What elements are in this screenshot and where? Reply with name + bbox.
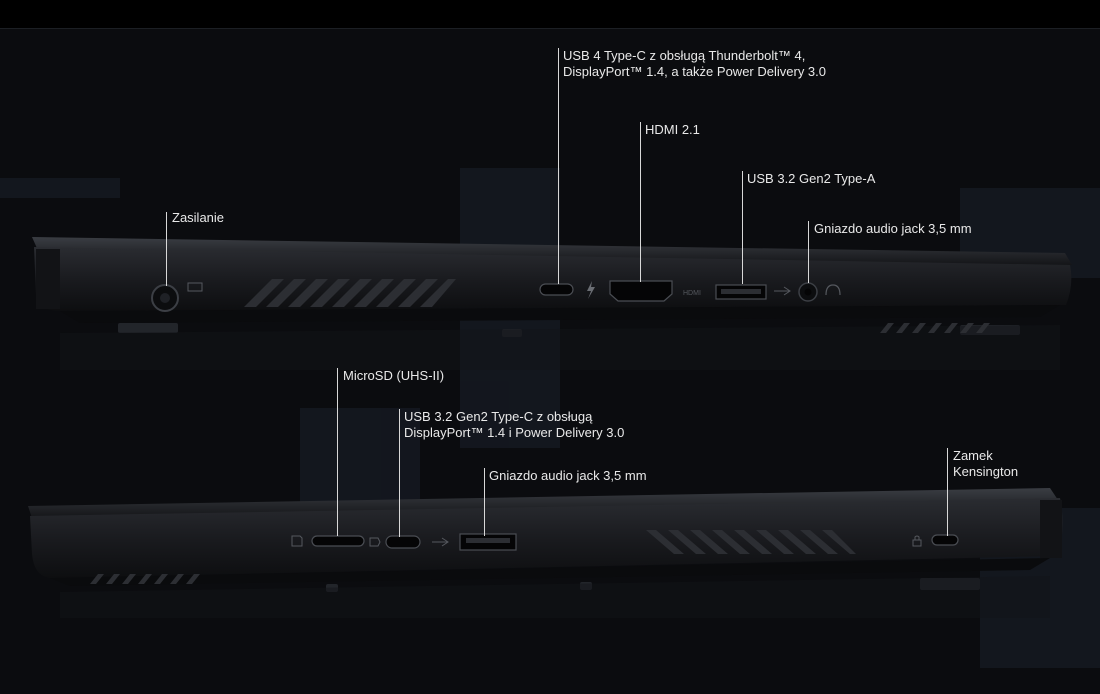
callout-usb-a-label: USB 3.2 Gen2 Type-A [747,171,876,186]
callout-audio-label: Gniazdo audio jack 3,5 mm [814,221,972,236]
callout-usb-c-label-line1: USB 3.2 Gen2 Type-C z obsługą [404,409,593,424]
vent-grille-main [646,530,856,554]
usb4-type-c-port [539,283,574,296]
vent-grille-right [880,323,990,333]
power-dc-port [151,284,179,312]
vent-grille-left [90,574,200,584]
usb-ss-icon-2 [432,537,449,547]
top-bar [0,0,1100,29]
usb-ss-icon [774,286,791,296]
usb-type-c-port [385,535,421,549]
callout-usb-c-label-line2: DisplayPort™ 1.4 i Power Delivery 3.0 [404,425,625,440]
callout-hdmi-label: HDMI 2.1 [645,122,700,137]
callout-usb4-label-line1: USB 4 Type-C z obsługą Thunderbolt™ 4, [563,48,806,63]
kensington-slot [931,534,959,546]
power-dc-icon [187,282,203,292]
callout-microsd-label: MicroSD (UHS-II) [343,368,445,383]
sd-card-icon [291,535,303,547]
audio-jack-port [798,282,818,302]
laptop-left-side: HDMI [32,237,1072,370]
thunderbolt-icon [587,281,595,299]
hdmi-port [609,280,673,302]
callout-power-label: Zasilanie [172,210,225,225]
headphone-icon [825,284,841,296]
displayport-icon [369,537,381,547]
callout-audio-2-label: Gniazdo audio jack 3,5 mm [489,468,647,483]
callout-kensington-label-line2: Kensington [953,464,1019,479]
lock-icon [912,535,922,547]
microsd-slot [311,535,365,547]
callout-usb4-label-line2: DisplayPort™ 1.4, a także Power Delivery… [563,64,826,79]
laptop-right-side [28,488,1063,618]
callout-kensington-label-line1: Zamek [953,448,993,463]
vent-grille [244,279,456,307]
hdmi-mark: HDMI [683,290,701,297]
